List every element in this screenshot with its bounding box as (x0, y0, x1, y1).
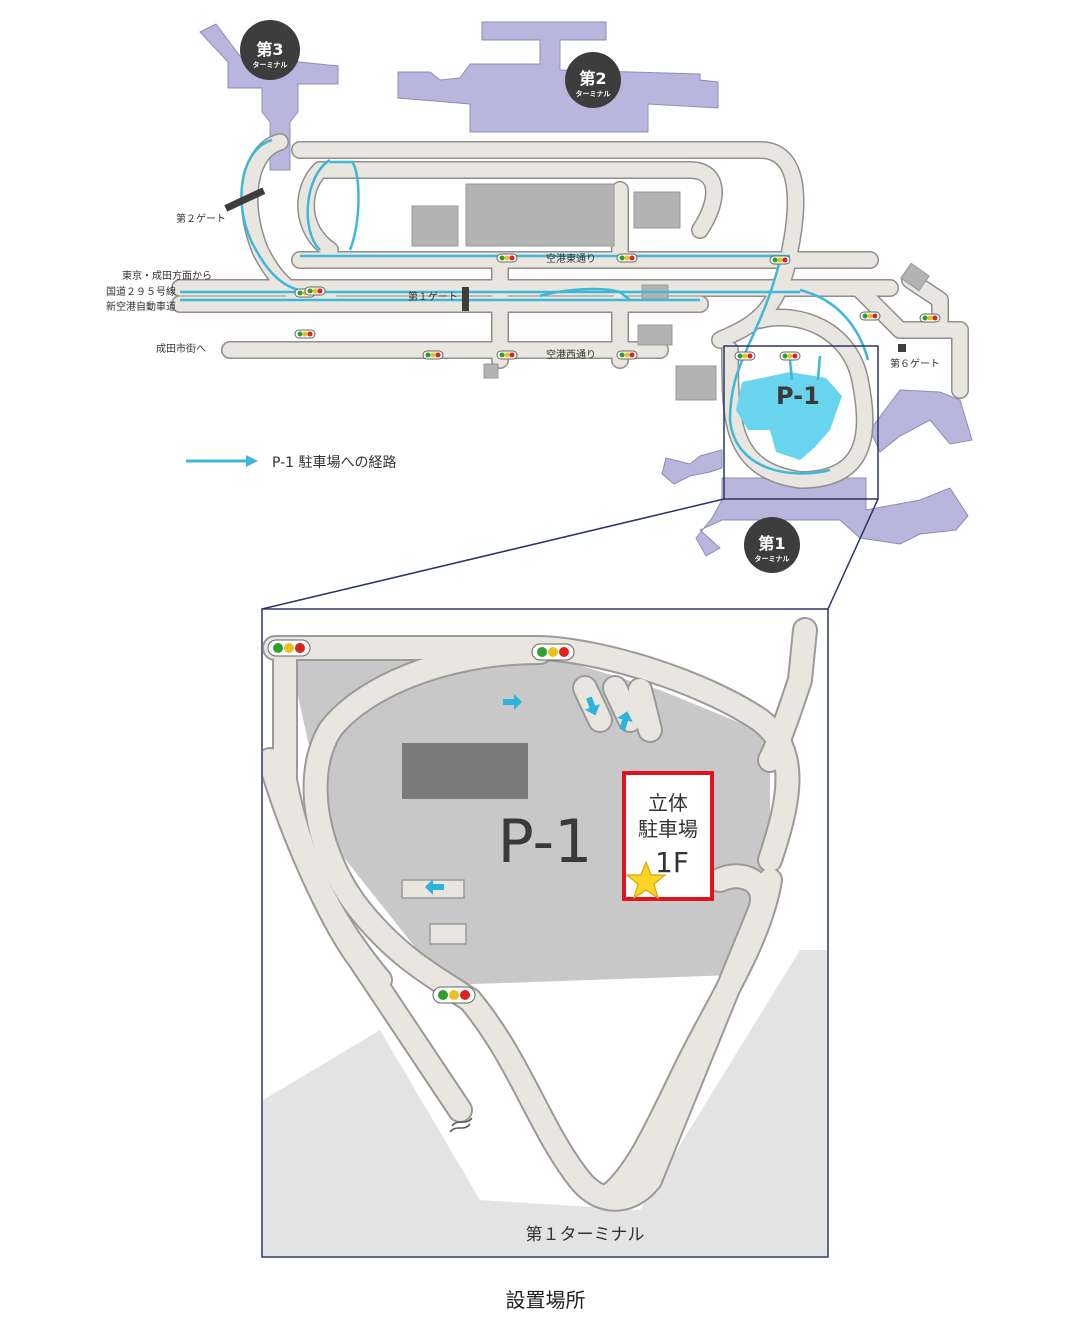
east-road-label: 空港東通り (546, 252, 596, 265)
route-lines (180, 138, 870, 475)
svg-text:ターミナル: ターミナル (253, 60, 288, 69)
detail-traffic-lights (267, 639, 575, 1004)
overview-labels: 第２ゲート 東京・成田方面から 国道２９５号線 新空港自動車道 成田市街へ 第１… (106, 212, 940, 370)
terminal-1-building (661, 389, 973, 557)
terminal-1-badge: 第1 ターミナル (744, 517, 800, 573)
svg-text:ターミナル: ターミナル (576, 89, 611, 98)
terminal-2-badge: 第2 ターミナル (565, 52, 621, 108)
route295-label: 国道２９５号線 (106, 285, 176, 298)
gate6-label: 第６ゲート (890, 357, 940, 370)
svg-text:第2: 第2 (579, 69, 606, 88)
zoom-connector-right (827, 498, 879, 610)
lower-grey-area (263, 950, 827, 1256)
west-road-label: 空港西通り (546, 348, 596, 361)
p1-area (736, 372, 842, 460)
buildings (411, 183, 930, 401)
parking-box-line2: 駐車場 (638, 817, 698, 841)
terminal1-detail-label: 第１ターミナル (526, 1225, 645, 1245)
svg-text:第3: 第3 (256, 40, 283, 59)
zoom-frame (723, 345, 879, 500)
p1-small-label: P-1 (776, 382, 820, 410)
detail-map: P-1 立体 駐車場 1F 第１ターミナル (261, 608, 829, 1258)
overview-map: P-1 (106, 20, 973, 610)
svg-text:第1: 第1 (758, 534, 785, 553)
caption: 設置場所 (505, 1288, 586, 1312)
gate-bars (224, 187, 906, 352)
gate1-label: 第１ゲート (408, 290, 458, 303)
traffic-lights (294, 253, 941, 361)
route-legend-text: P-1 駐車場への経路 (272, 454, 397, 471)
direction-arrows (425, 694, 633, 895)
zoom-connector-left (261, 498, 725, 610)
terminal-3-badge: 第3 ターミナル (240, 20, 300, 80)
terminal-2-building (397, 21, 719, 133)
location-star-icon (625, 860, 667, 900)
p1-big-label: P-1 (498, 807, 593, 877)
detail-road-fill (263, 619, 816, 1210)
parking-box-floor: 1F (655, 846, 689, 879)
route-legend: P-1 駐車場への経路 (186, 454, 397, 471)
from-tokyo-label: 東京・成田方面から (122, 269, 212, 282)
svg-text:ターミナル: ターミナル (755, 554, 790, 563)
to-narita-label: 成田市街へ (156, 342, 206, 355)
dark-building (402, 743, 528, 799)
gate2-label: 第２ゲート (176, 212, 226, 225)
road-break-mark (449, 1117, 473, 1133)
expressway-label: 新空港自動車道 (106, 300, 176, 313)
parking-box-line1: 立体 (648, 791, 688, 815)
